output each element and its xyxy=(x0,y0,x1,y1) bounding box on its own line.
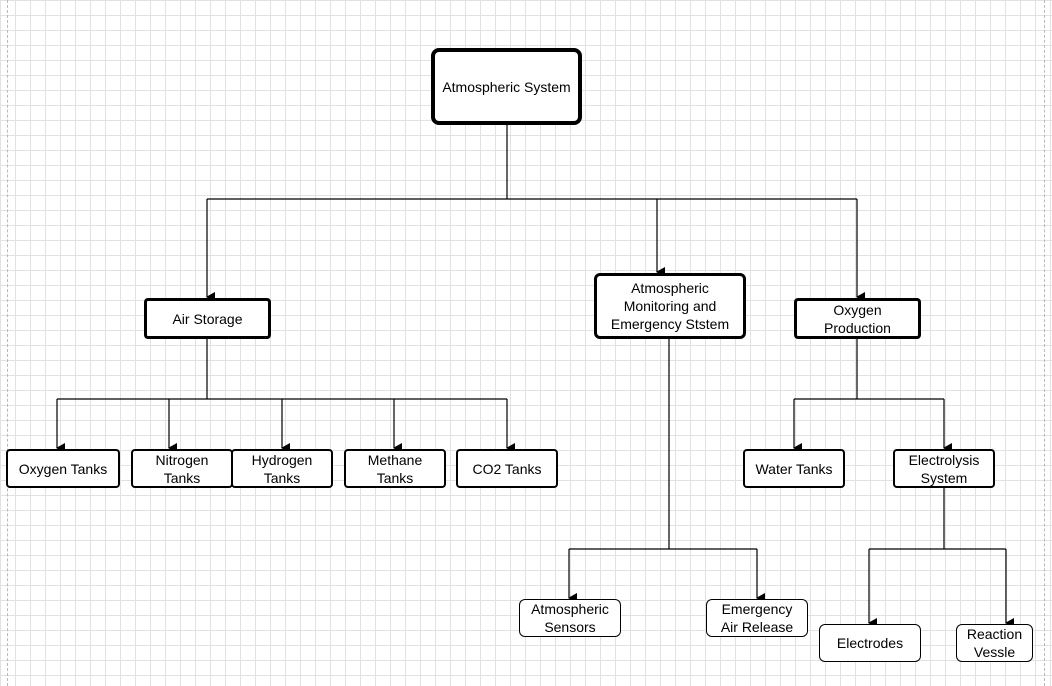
node-methane-tanks[interactable]: Methane Tanks xyxy=(344,449,446,488)
node-oxygen-tanks[interactable]: Oxygen Tanks xyxy=(6,449,120,488)
node-atmospheric-system[interactable]: Atmospheric System xyxy=(431,48,582,125)
node-label: Oxygen Tanks xyxy=(18,460,108,477)
node-hydrogen-tanks[interactable]: Hydrogen Tanks xyxy=(231,449,333,488)
node-label: Water Tanks xyxy=(755,460,833,477)
node-label: Hydrogen Tanks xyxy=(251,451,313,486)
node-label: Atmospheric System xyxy=(442,78,571,95)
node-oxygen-production[interactable]: Oxygen Production xyxy=(794,298,921,339)
node-label: CO2 Tanks xyxy=(472,460,542,477)
node-water-tanks[interactable]: Water Tanks xyxy=(743,449,845,488)
node-emergency-air-release[interactable]: Emergency Air Release xyxy=(706,599,808,637)
node-label: Methane Tanks xyxy=(367,451,423,486)
node-atmospheric-monitoring[interactable]: Atmospheric Monitoring and Emergency Sts… xyxy=(594,273,746,339)
node-label: Atmospheric Sensors xyxy=(531,601,609,635)
node-label: Air Storage xyxy=(172,310,243,327)
page-edge-left xyxy=(7,0,8,686)
node-label: Nitrogen Tanks xyxy=(155,451,209,486)
node-label: Atmospheric Monitoring and Emergency Sts… xyxy=(610,280,730,332)
node-co2-tanks[interactable]: CO2 Tanks xyxy=(456,449,558,488)
page-edge-right xyxy=(1044,0,1045,686)
node-label: Electrolysis System xyxy=(908,451,980,486)
node-label: Emergency Air Release xyxy=(720,601,794,635)
node-electrodes[interactable]: Electrodes xyxy=(819,624,921,662)
node-electrolysis-system[interactable]: Electrolysis System xyxy=(893,449,995,488)
node-air-storage[interactable]: Air Storage xyxy=(144,298,271,339)
node-reaction-vessle[interactable]: Reaction Vessle xyxy=(956,624,1033,662)
node-atmospheric-sensors[interactable]: Atmospheric Sensors xyxy=(519,599,621,637)
node-label: Electrodes xyxy=(836,635,904,651)
node-label: Oxygen Production xyxy=(824,301,891,336)
node-nitrogen-tanks[interactable]: Nitrogen Tanks xyxy=(131,449,233,488)
node-label: Reaction Vessle xyxy=(966,626,1023,660)
